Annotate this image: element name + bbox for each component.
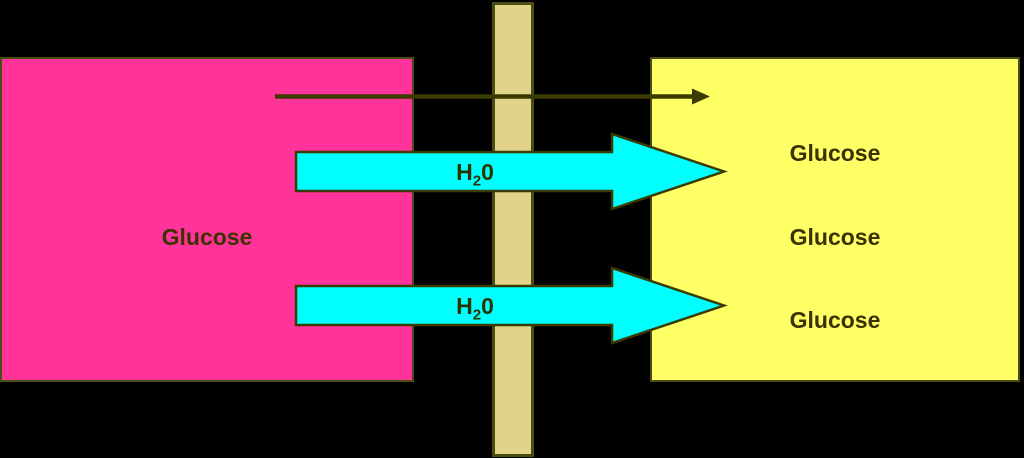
water-label-2-prefix: H <box>456 293 473 319</box>
membrane-bar <box>492 2 534 457</box>
water-arrow-1 <box>294 132 728 211</box>
diffusion-arrow-head-icon <box>692 88 710 105</box>
right-glucose-label-3: Glucose <box>789 307 881 333</box>
right-glucose-label-1: Glucose <box>789 140 881 166</box>
water-label-2-suffix: 0 <box>481 293 494 319</box>
right-solution-box: Glucose Glucose Glucose <box>650 57 1020 382</box>
left-glucose-label: Glucose <box>161 224 253 250</box>
water-label-1-subscript: 2 <box>472 172 482 190</box>
water-label-1-suffix: 0 <box>481 159 494 185</box>
left-solution-box: Glucose <box>0 57 414 382</box>
water-label-2: H20 <box>295 293 655 323</box>
water-label-1: H20 <box>295 159 655 189</box>
right-glucose-label-2: Glucose <box>789 224 881 250</box>
water-label-1-prefix: H <box>456 159 473 185</box>
water-label-2-subscript: 2 <box>472 306 482 324</box>
water-arrow-2 <box>294 266 728 345</box>
